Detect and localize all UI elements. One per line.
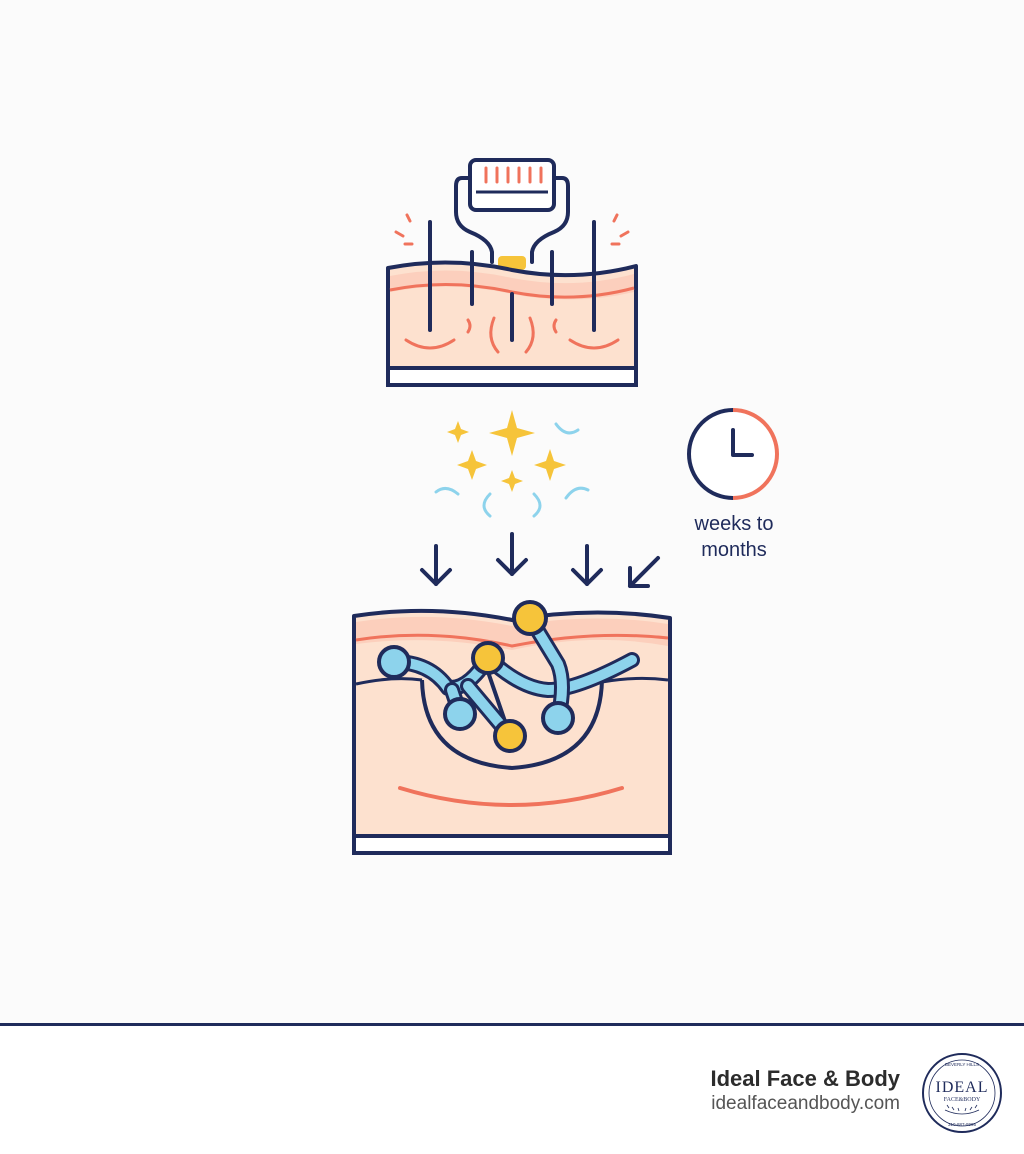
svg-text:IDEAL: IDEAL — [936, 1079, 989, 1096]
microneedle-roller-icon — [454, 158, 570, 270]
molecule-arcs — [434, 422, 590, 518]
brand-website[interactable]: idealfaceandbody.com — [711, 1093, 900, 1114]
timeline-caption: weeks to months — [664, 511, 804, 563]
timeline-caption-line1: weeks to — [694, 513, 774, 535]
laurel-seal-icon: BEVERLY HILLS IDEAL FACE&BODY 310-887-99… — [922, 1053, 1002, 1133]
footer-divider — [0, 1023, 1024, 1026]
svg-text:BEVERLY HILLS: BEVERLY HILLS — [945, 1062, 979, 1067]
collagen-network-icon — [377, 600, 640, 753]
brand-name: Ideal Face & Body — [710, 1066, 900, 1091]
svg-text:FACE&BODY: FACE&BODY — [944, 1097, 981, 1103]
arrow-down-icon — [420, 532, 660, 588]
footer: Ideal Face & Body idealfaceandbody.com B… — [0, 1026, 1024, 1154]
timeline-caption-line2: months — [701, 539, 767, 561]
clock-icon — [687, 408, 779, 500]
brand-block: Ideal Face & Body idealfaceandbody.com — [710, 1066, 900, 1116]
svg-text:310-887-9995: 310-887-9995 — [948, 1122, 977, 1127]
microneedling-diagram — [352, 158, 779, 855]
top-skin-block — [386, 213, 638, 387]
sparkle-icon — [447, 410, 566, 492]
